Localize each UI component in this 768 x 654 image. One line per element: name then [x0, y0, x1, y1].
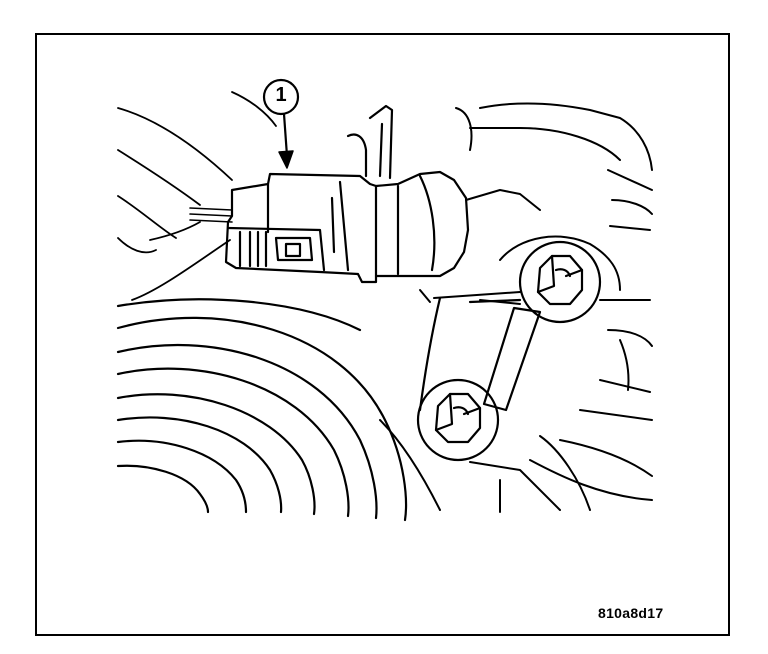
lower-bolt	[416, 378, 500, 462]
upper-bolt	[518, 240, 602, 324]
callout-1	[262, 78, 300, 169]
connector	[224, 172, 378, 284]
sensor-housing	[346, 104, 470, 278]
callout-number: 1	[275, 84, 287, 106]
engine-block	[419, 102, 653, 501]
bracket	[418, 296, 542, 412]
wires	[189, 207, 233, 223]
pulley	[116, 298, 408, 522]
figure-id: 810a8d17	[598, 605, 664, 621]
lower-structure	[379, 419, 591, 513]
hand	[117, 91, 277, 301]
